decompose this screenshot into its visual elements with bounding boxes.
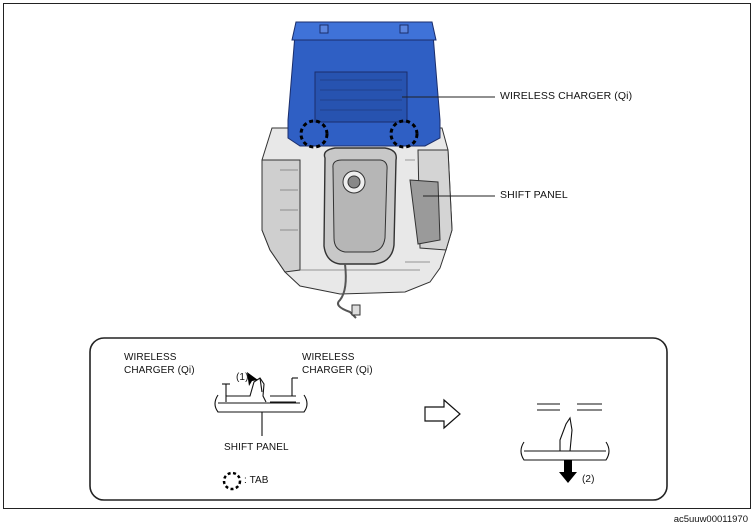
- shift-panel-assembly: [261, 127, 453, 319]
- detail-left-label-line1: WIRELESS: [124, 352, 177, 363]
- callout-wireless-charger: WIRELESS CHARGER (Qi): [500, 90, 633, 102]
- callout-shift-panel: SHIFT PANEL: [500, 189, 568, 201]
- pull-down-arrow-icon: [559, 460, 577, 483]
- detail-right-label-line2: CHARGER (Qi): [302, 365, 373, 376]
- figure-code: ac5uuw00011970: [673, 514, 748, 525]
- tab-legend-text: : TAB: [244, 475, 269, 486]
- detail-box: [89, 337, 668, 501]
- tab-marker-left: [299, 119, 329, 149]
- figure-frame: [3, 3, 751, 509]
- detail-shift-panel: SHIFT PANEL: [224, 442, 289, 453]
- push-arrow-icon: [247, 372, 258, 386]
- wireless-charger-part: [287, 21, 441, 147]
- tab-legend-icon: [222, 471, 242, 491]
- detail-right-label-line1: WIRELESS: [302, 352, 355, 363]
- detail-step2: (2): [582, 474, 595, 485]
- detail-step1: (1): [236, 372, 249, 383]
- detail-before-diagram: [214, 377, 308, 436]
- detail-left-label-line2: CHARGER (Qi): [124, 365, 195, 376]
- tab-marker-right: [389, 119, 419, 149]
- next-step-arrow-icon: [424, 398, 461, 430]
